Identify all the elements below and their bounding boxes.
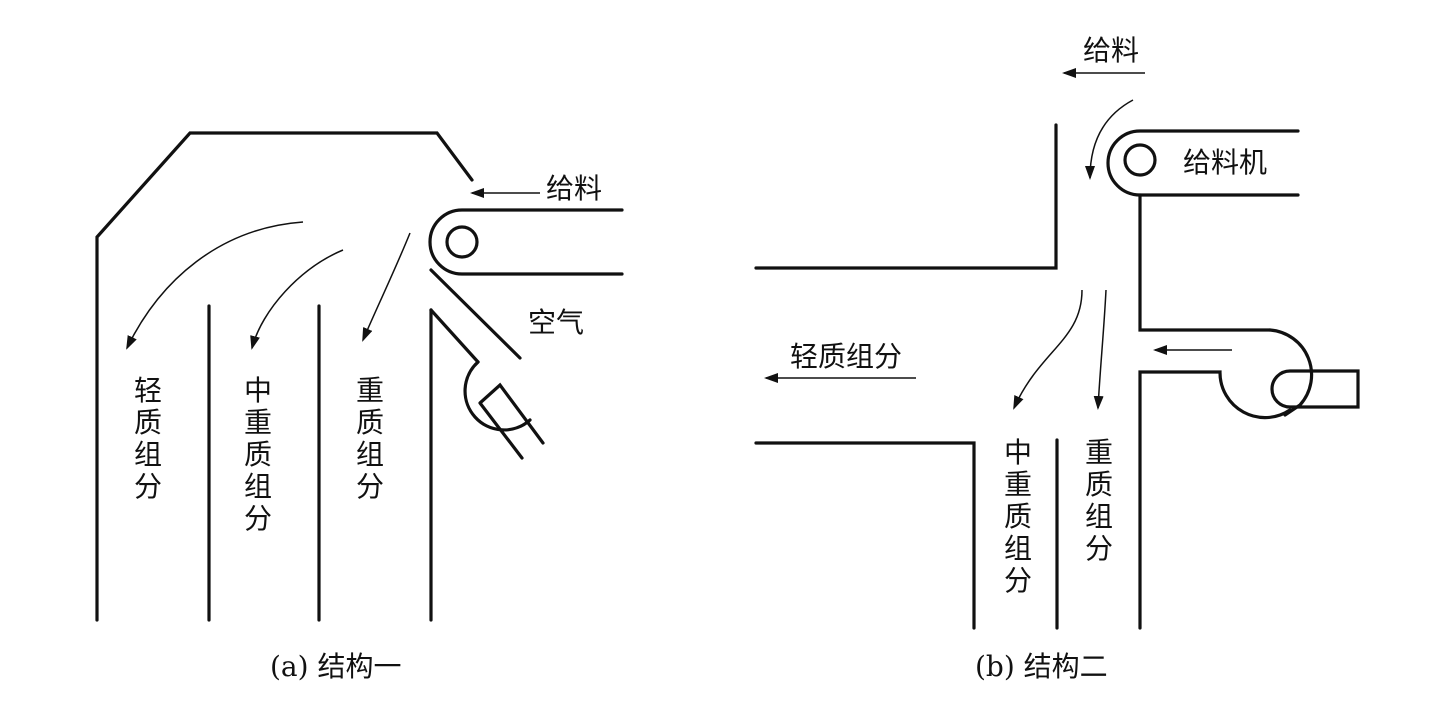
light-label-b: 轻质组分 (790, 340, 902, 373)
trajectory-heavy-b (1093, 289, 1107, 410)
blower-housing-a (463, 360, 532, 432)
blower-nozzle-b (1270, 369, 1360, 409)
feeder-belt-b (1106, 129, 1300, 197)
caption-a: (a) 结构一 (270, 650, 401, 683)
blower-nozzle-a (478, 382, 545, 460)
feeder-label-b: 给料机 (1183, 146, 1267, 179)
trajectory-medium-a (250, 249, 344, 350)
air-label-a: 空气 (528, 306, 584, 339)
structure-b: 给料 给料机 轻质组分 中重质组分 重质组分 (b) 结构二 (754, 34, 1360, 683)
channel-upper-wall-b (754, 123, 1058, 270)
heavy-label-a: 重质组分 (356, 374, 384, 503)
feeder-roller-b (1123, 143, 1157, 177)
right-wall-upper-b (1138, 193, 1272, 332)
feed-label-b: 给料 (1083, 34, 1139, 67)
air-duct-upper-a (429, 268, 522, 360)
trajectory-medium-b (1013, 289, 1083, 410)
trajectory-heavy-a (362, 232, 411, 342)
right-wall-lower-b (1138, 370, 1292, 630)
conveyor-roller-a (445, 225, 479, 259)
feed-drop-arrow-b (1085, 99, 1134, 180)
channel-lower-wall-b (754, 441, 976, 630)
conveyor-belt-a (428, 208, 624, 276)
trajectory-light-a (126, 221, 304, 350)
structure-a: 给料 空气 轻质组分 中重质组分 重质组分 (a) 结构一 (95, 131, 624, 683)
feed-label-a: 给料 (546, 172, 602, 205)
blower-housing-b (1268, 328, 1314, 417)
medium-heavy-label-a: 中重质组分 (244, 374, 272, 535)
caption-b: (b) 结构二 (975, 650, 1108, 683)
air-duct-lower-a (429, 308, 480, 364)
housing-outline-a (95, 131, 474, 622)
medium-heavy-label-b: 中重质组分 (1004, 436, 1032, 597)
heavy-label-b: 重质组分 (1085, 436, 1113, 565)
light-label-a: 轻质组分 (134, 374, 162, 503)
